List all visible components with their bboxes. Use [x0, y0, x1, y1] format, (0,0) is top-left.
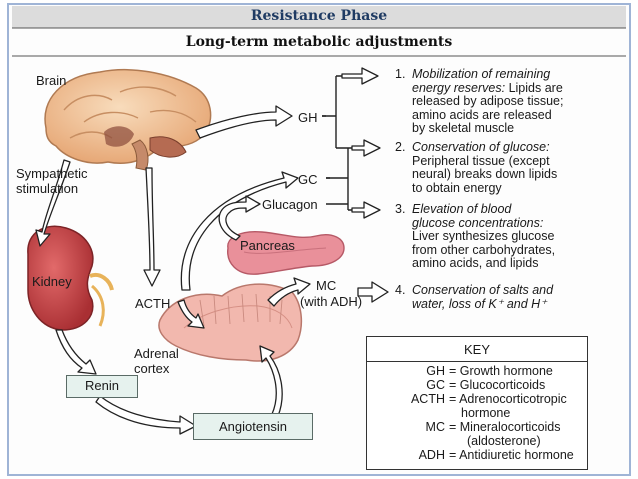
- effect-1-line-3: released by adipose tissue;: [412, 94, 564, 109]
- arrow-kidney-to-renin: [55, 329, 97, 375]
- key-row: GH = Growth hormone: [367, 364, 587, 379]
- gc-label: GC: [298, 172, 318, 187]
- kidney-icon: [27, 225, 114, 331]
- effect-3-number: 3.: [395, 202, 406, 216]
- sympathetic-label-line2: stimulation: [16, 181, 79, 196]
- arrow-acth-to-adrenal: [177, 299, 205, 329]
- adrenal-gland-icon: [158, 283, 303, 362]
- effect-2-line-2: Peripheral tissue (except: [412, 153, 550, 168]
- key-abbr: ACTH: [410, 392, 445, 406]
- arrow-adrenal-to-mc: [267, 277, 311, 307]
- effect-3: 3. Elevation of blood glucose concentrat…: [395, 202, 630, 273]
- key-def: = Glucocorticoids: [449, 378, 546, 392]
- effect-3-line-5: amino acids, and lipids: [412, 256, 539, 271]
- pancreas-label: Pancreas: [240, 238, 295, 253]
- glucagon-label: Glucagon: [262, 197, 318, 212]
- gh-label: GH: [298, 110, 318, 125]
- effect-3-line-2: glucose concentrations:: [412, 215, 544, 230]
- effect-4-line-1: Conservation of salts and: [412, 283, 554, 297]
- pancreas-icon: [227, 231, 345, 275]
- kidney-label: Kidney: [32, 274, 72, 289]
- key-def: = Mineralocorticoids: [449, 420, 561, 434]
- effect-2-line-3: neural) breaks down lipids: [412, 167, 558, 182]
- arrow-brain-to-kidney: [35, 159, 71, 247]
- arrow-adrenal-to-gc: [180, 171, 299, 291]
- key-def: = Antidiuretic hormone: [449, 448, 574, 462]
- effect-1: 1. Mobilization of remaining energy rese…: [395, 67, 630, 138]
- effect-4-number: 4.: [395, 283, 406, 297]
- effect-1-line-5: by skeletal muscle: [412, 121, 515, 136]
- key-abbr: MC: [425, 420, 445, 434]
- key-row: hormone: [367, 406, 587, 421]
- key-def: (aldosterone): [467, 434, 541, 448]
- arrow-renin-to-angiotensin: [95, 395, 197, 435]
- effect-1-line-1: Mobilization of remaining: [412, 67, 551, 81]
- key-legend: KEY GH = Growth hormone GC = Glucocortic…: [366, 336, 588, 470]
- arrow-brain-to-gh: [195, 105, 293, 139]
- angiotensin-box: Angiotensin: [193, 413, 313, 440]
- effect-2-line-4: to obtain energy: [412, 180, 502, 195]
- effect-2-line-1: Conservation of glucose:: [412, 140, 550, 154]
- key-def: hormone: [461, 406, 511, 420]
- renin-box: Renin: [66, 375, 138, 398]
- effect-1-line-4: amino acids are released: [412, 107, 552, 122]
- key-row: ADH = Antidiuretic hormone: [367, 448, 587, 463]
- arrow-mc-to-effect4: [357, 281, 389, 303]
- effect-3-line-3: Liver synthesizes glucose: [412, 229, 555, 244]
- key-abbr: GH: [426, 364, 445, 378]
- brain-label: Brain: [36, 73, 67, 88]
- effect-4: 4. Conservation of salts and water, loss…: [395, 283, 630, 314]
- key-divider: [367, 361, 587, 362]
- key-row: GC = Glucocorticoids: [367, 378, 587, 393]
- brain-icon: [44, 68, 212, 171]
- mc-label-line1: MC: [316, 278, 337, 293]
- key-row: (aldosterone): [367, 434, 587, 449]
- effect-1-line-2-plain: Lipids are: [505, 80, 563, 95]
- arrow-pancreas-to-glucagon: [218, 195, 261, 241]
- key-row: ACTH = Adrenocorticotropic: [367, 392, 587, 407]
- effect-3-line-1: Elevation of blood: [412, 202, 512, 216]
- key-row: MC = Mineralocorticoids: [367, 420, 587, 435]
- effect-4-line-2: water, loss of K⁺ and H⁺: [412, 296, 547, 311]
- arrow-to-effect2: [351, 139, 381, 157]
- mc-label-line2: (with ADH): [300, 294, 363, 309]
- sympathetic-label-line1: Sympathetic: [16, 166, 88, 181]
- key-def: = Adrenocorticotropic: [449, 392, 567, 406]
- acth-label: ACTH: [135, 296, 171, 311]
- arrow-to-effect3: [351, 201, 381, 219]
- effect-2-number: 2.: [395, 140, 406, 154]
- arrow-brain-to-acth: [143, 167, 161, 287]
- key-def: = Growth hormone: [449, 364, 553, 378]
- key-abbr: ADH: [418, 448, 445, 462]
- key-heading: KEY: [463, 342, 490, 357]
- phase-title: Resistance Phase: [250, 8, 388, 24]
- adrenal-label-line1: Adrenal: [134, 346, 179, 361]
- effect-2: 2. Conservation of glucose: Peripheral t…: [395, 140, 630, 197]
- arrow-to-effect1: [341, 67, 379, 85]
- effect-connectors: [322, 75, 352, 211]
- effect-3-line-4: from other carbohydrates,: [412, 242, 556, 257]
- effect-1-number: 1.: [395, 67, 406, 81]
- phase-subtitle: Long-term metabolic adjustments: [185, 34, 453, 50]
- key-abbr: GC: [426, 378, 445, 392]
- effect-1-line-2-italic: energy reserves:: [412, 80, 506, 95]
- arrow-angiotensin-to-adrenal: [259, 345, 283, 417]
- adrenal-label-line2: cortex: [134, 361, 170, 376]
